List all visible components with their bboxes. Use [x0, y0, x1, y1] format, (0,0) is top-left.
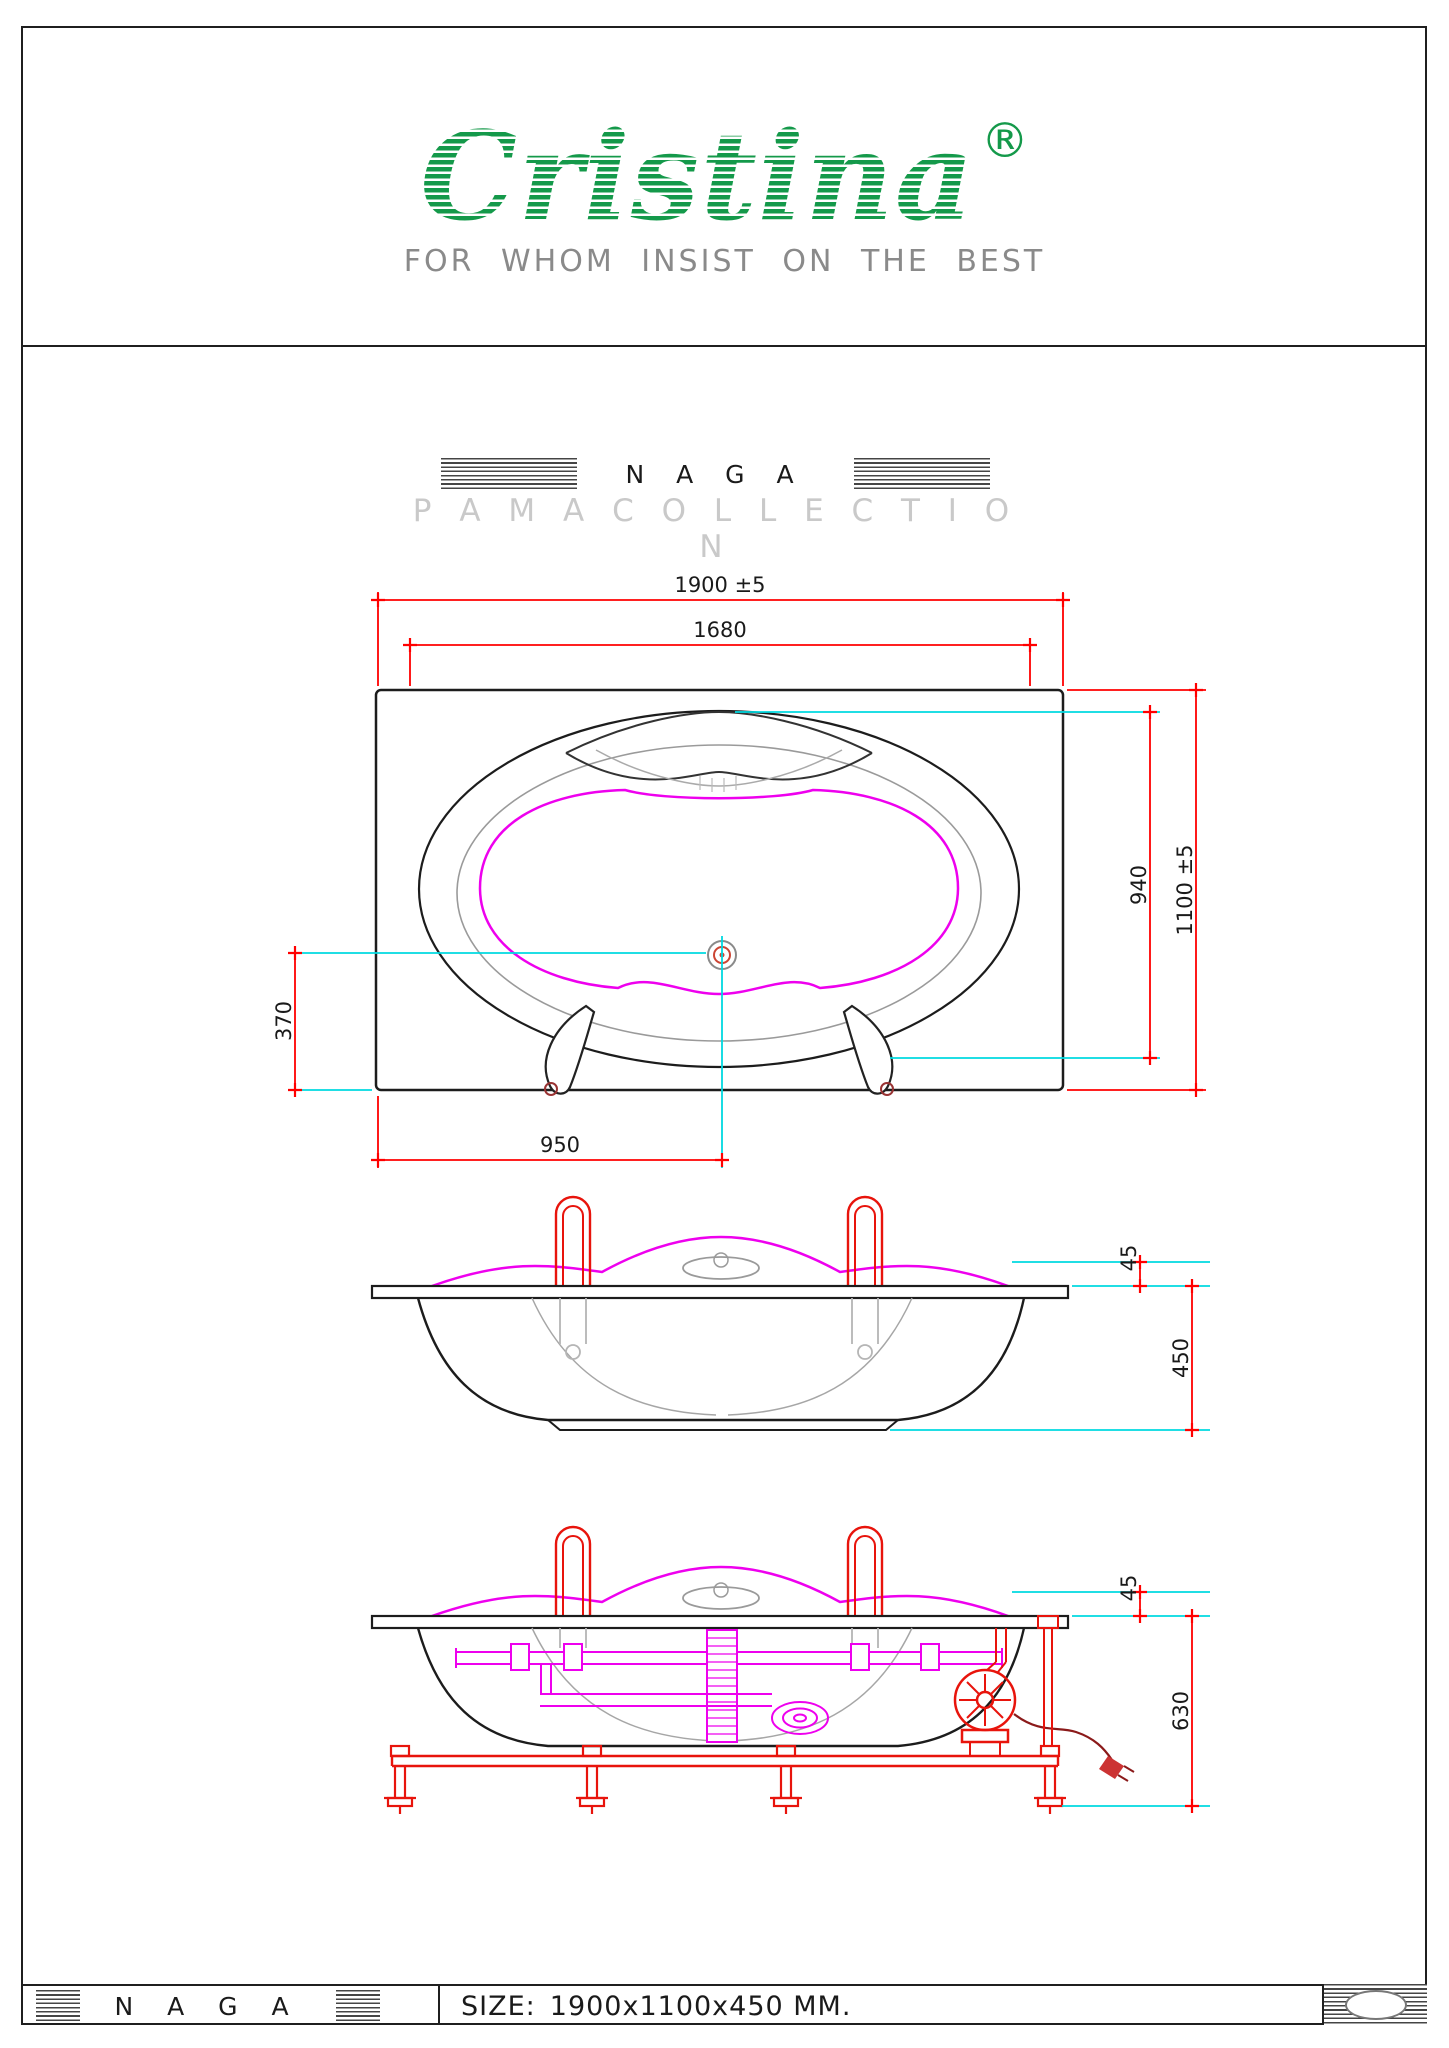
- brand-logo: Cristina®: [420, 112, 1029, 240]
- header-divider: [21, 345, 1427, 347]
- size-value: 1900x1100x450 MM.: [549, 1991, 852, 2022]
- footer-model-box: N A G A: [36, 1990, 380, 2023]
- size-label: SIZE:: [461, 1991, 536, 2022]
- brand-tagline: FOR WHOM INSIST ON THE BEST: [403, 244, 1046, 280]
- model-title-band: N A G A: [441, 458, 990, 491]
- collection-name: P A M A C O L L E C T I O N: [412, 493, 1019, 565]
- brand-header: Cristina® FOR WHOM INSIST ON THE BEST: [0, 112, 1449, 279]
- footer-separator-line: [438, 1984, 440, 2025]
- registered-trademark-icon: ®: [980, 113, 1029, 169]
- corner-ellipse: [1344, 1989, 1407, 2020]
- footer-size: SIZE: 1900x1100x450 MM.: [461, 1990, 851, 2023]
- footer-divider: [21, 1984, 1427, 1986]
- brand-logo-text: Cristina: [420, 104, 975, 248]
- footer-corner-box: [1322, 1984, 1427, 2025]
- page-border: [21, 26, 1427, 2025]
- model-name: N A G A: [577, 458, 854, 491]
- footer-model-name: N A G A: [80, 1990, 336, 2023]
